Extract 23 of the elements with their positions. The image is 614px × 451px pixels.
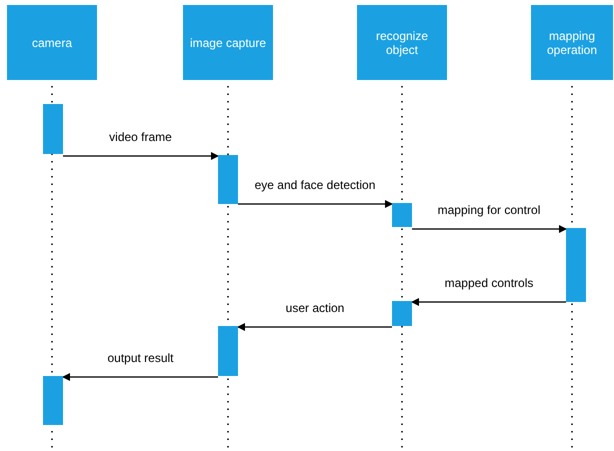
edge-label: mapping for control: [436, 203, 542, 217]
edge-label: output result: [105, 351, 176, 365]
participant-box: recognize object: [357, 5, 447, 80]
participant-box: mapping operation: [531, 5, 613, 80]
activation-bar: [43, 104, 63, 154]
activation-bar: [43, 376, 63, 425]
message-arrow: [237, 323, 392, 331]
message-arrow: [62, 373, 218, 381]
activation-bar: [392, 301, 412, 326]
message-arrow: [238, 200, 393, 208]
message-arrow: [63, 152, 219, 160]
participant-box: camera: [7, 5, 97, 80]
activation-bar: [218, 155, 238, 204]
participant-box: image capture: [183, 5, 273, 80]
activation-bar: [566, 228, 586, 302]
edge-label: user action: [284, 301, 346, 315]
activation-bar: [392, 203, 412, 227]
activation-bar: [218, 326, 238, 376]
message-arrow: [411, 298, 566, 306]
message-arrow: [412, 225, 567, 233]
edge-label: video frame: [107, 130, 174, 144]
edge-label: mapped controls: [442, 276, 536, 290]
edge-label: eye and face detection: [252, 178, 378, 192]
